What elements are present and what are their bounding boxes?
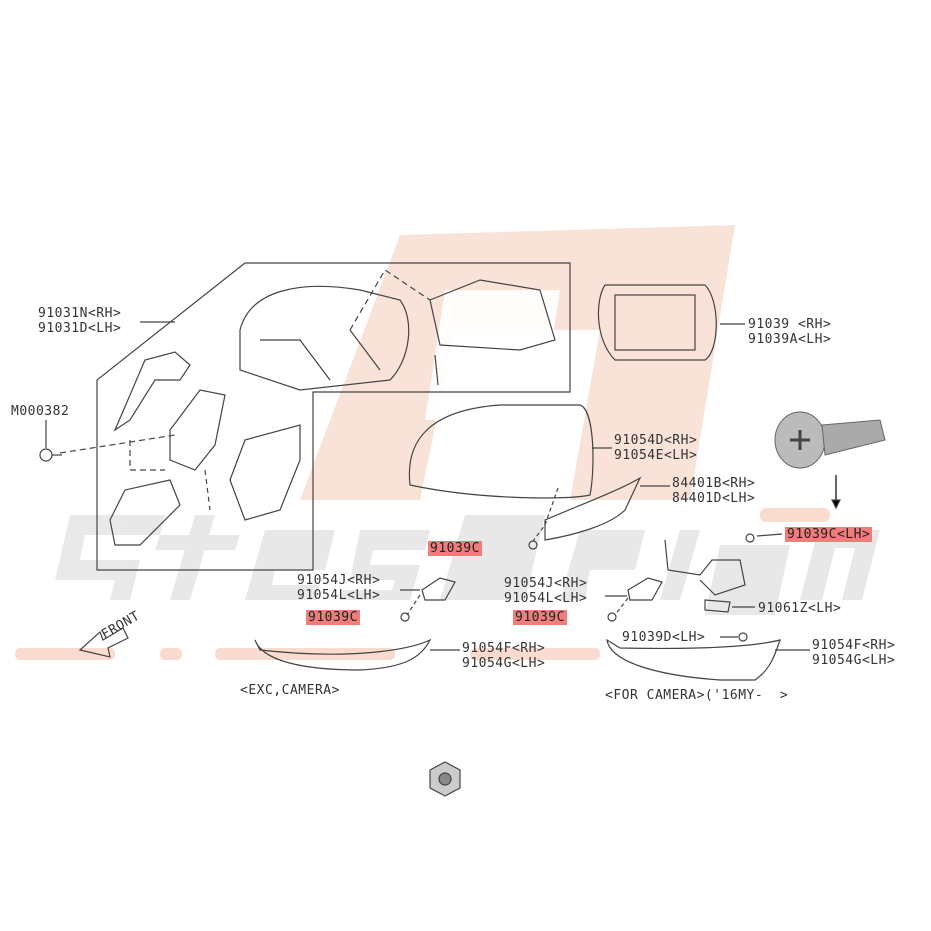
label-screw-c-highlight[interactable]: 91039C<LH> <box>785 527 873 542</box>
label-bracket-left: 91054J<RH> 91054L<LH> <box>297 573 380 603</box>
label-garnish-left: 91054F<RH> 91054G<LH> <box>462 641 545 671</box>
part-number-lh: 91039A<LH> <box>748 332 832 347</box>
part-number-rh: 91054J<RH> <box>504 576 588 591</box>
part-number-rh: 91039 <RH> <box>748 317 832 332</box>
part-number-lh: 91054L<LH> <box>504 591 588 606</box>
part-number-rh: 91054F<RH> <box>462 641 546 656</box>
part-number-lh: 91054E<LH> <box>614 448 698 463</box>
part-number-rh: 91054J<RH> <box>297 573 381 588</box>
part-number-rh: 84401B<RH> <box>672 476 756 491</box>
label-bolt: M000382 <box>11 404 70 419</box>
label-screw-c-highlight[interactable]: 91039C <box>513 610 567 625</box>
part-number-rh: 91031N<RH> <box>38 306 122 321</box>
part-number-lh: 91054L<LH> <box>297 588 381 603</box>
label-screw-c-lh: 91039C<LH> <box>785 527 873 542</box>
label-bracket-right: 91054J<RH> 91054L<LH> <box>504 576 587 606</box>
part-number-lh: 84401D<LH> <box>672 491 756 506</box>
label-camera: 91061Z<LH> <box>758 601 842 616</box>
part-number-rh: 91054D<RH> <box>614 433 698 448</box>
label-screw-c-highlight[interactable]: 91039C <box>428 541 482 556</box>
label-screw-c-highlight[interactable]: 91039C <box>306 610 360 625</box>
label-turn-lamp: 84401B<RH> 84401D<LH> <box>672 476 755 506</box>
part-number-lh: 91031D<LH> <box>38 321 122 336</box>
note-for-camera: <FOR CAMERA>('16MY- > <box>605 688 789 703</box>
label-garnish-right: 91054F<RH> 91054G<LH> <box>812 638 895 668</box>
watermark-tagline-shape <box>15 508 830 660</box>
label-cover: 91054D<RH> 91054E<LH> <box>614 433 697 463</box>
part-number-lh: 91054G<LH> <box>462 656 546 671</box>
watermark-brand-shape <box>40 515 880 615</box>
label-screw-d: 91039D<LH> <box>622 630 706 645</box>
label-mirror-assy: 91031N<RH> 91031D<LH> <box>38 306 121 336</box>
label-mirror-glass: 91039 <RH> 91039A<LH> <box>748 317 831 347</box>
part-number-lh: 91054G<LH> <box>812 653 896 668</box>
note-exc-camera: <EXC,CAMERA> <box>240 683 340 698</box>
part-number-rh: 91054F<RH> <box>812 638 896 653</box>
